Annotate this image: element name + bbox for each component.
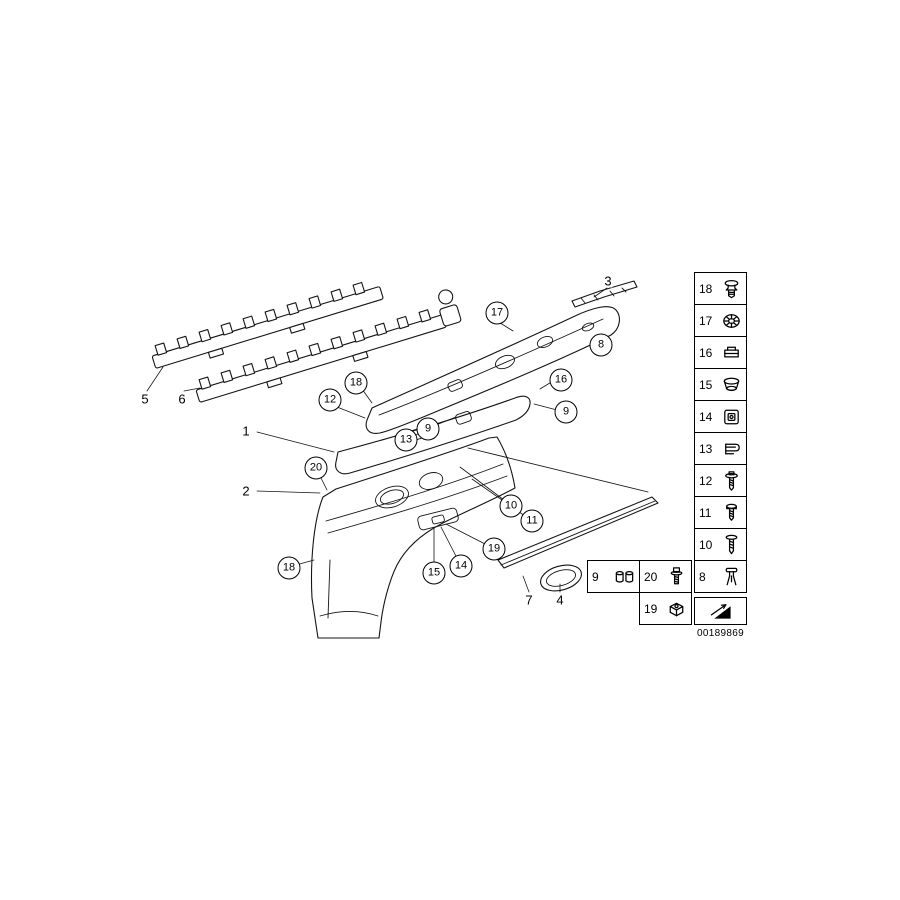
legend-item-number: 11 xyxy=(699,505,712,520)
legend-item-15[interactable]: 15 xyxy=(694,368,747,401)
legend-item-number: 14 xyxy=(699,409,713,424)
callout-11[interactable]: 11 xyxy=(520,509,544,533)
legend-item-17[interactable]: 17 xyxy=(694,304,747,337)
legend-item-14[interactable]: 14 xyxy=(694,400,747,433)
callout-10[interactable]: 10 xyxy=(499,494,523,518)
callout-9[interactable]: 9 xyxy=(554,400,578,424)
part-7-sill-strip[interactable] xyxy=(497,496,659,569)
callout-16[interactable]: 16 xyxy=(549,368,573,392)
part-17-upper-trim[interactable] xyxy=(365,306,620,434)
legend-item-18[interactable]: 18 xyxy=(694,272,747,305)
edge-line xyxy=(467,447,649,493)
legend-item-number: 9 xyxy=(592,569,599,584)
bolt-icon xyxy=(665,565,688,588)
legend-item-number: 19 xyxy=(644,601,658,616)
legend-item-number: 18 xyxy=(699,281,713,296)
direction-indicator xyxy=(694,597,747,625)
fastener-legend-column: 18 17 16 15 14 13 12 11 xyxy=(694,272,747,593)
legend-item-20[interactable]: 20 xyxy=(639,560,692,593)
legend-item-16[interactable]: 16 xyxy=(694,336,747,369)
part-label-7[interactable]: 7 xyxy=(524,592,534,608)
part-6-bracket[interactable] xyxy=(189,288,463,408)
drawing-number: 00189869 xyxy=(697,628,744,639)
small-screw-icon xyxy=(720,501,743,524)
part-3-bracket[interactable] xyxy=(571,280,638,308)
expanding-rivet-icon xyxy=(720,565,743,588)
part-label-1[interactable]: 1 xyxy=(241,423,251,439)
clip-nut-icon xyxy=(665,597,688,620)
callout-13[interactable]: 13 xyxy=(394,428,418,452)
legend-item-number: 8 xyxy=(699,569,706,584)
callout-12[interactable]: 12 xyxy=(318,388,342,412)
expanding-clip-icon xyxy=(720,277,743,300)
callout-8[interactable]: 8 xyxy=(589,333,613,357)
legend-item-number: 20 xyxy=(644,569,658,584)
callout-18[interactable]: 18 xyxy=(277,556,301,580)
callout-19[interactable]: 19 xyxy=(482,537,506,561)
square-grommet-icon xyxy=(720,405,743,428)
ring-clip-icon xyxy=(720,309,743,332)
callout-14[interactable]: 14 xyxy=(449,554,473,578)
grommet-icon xyxy=(720,373,743,396)
part-2-side-trim-panel[interactable] xyxy=(310,436,516,639)
part-label-4[interactable]: 4 xyxy=(555,592,565,608)
part-label-6[interactable]: 6 xyxy=(177,391,187,407)
legend-item-number: 17 xyxy=(699,313,713,328)
flat-clip-icon xyxy=(720,341,743,364)
legend-item-12[interactable]: 12 xyxy=(694,464,747,497)
legend-item-19[interactable]: 19 xyxy=(639,592,692,625)
part-5-bracket[interactable] xyxy=(149,278,385,374)
callout-20[interactable]: 20 xyxy=(304,456,328,480)
callout-17[interactable]: 17 xyxy=(485,301,509,325)
callout-15[interactable]: 15 xyxy=(422,561,446,585)
part-label-5[interactable]: 5 xyxy=(140,391,150,407)
direction-arrow-icon xyxy=(709,600,732,623)
legend-item-13[interactable]: 13 xyxy=(694,432,747,465)
part-label-3[interactable]: 3 xyxy=(603,273,613,289)
spring-clip-icon xyxy=(720,437,743,460)
legend-item-9[interactable]: 9 xyxy=(587,560,640,593)
callout-9[interactable]: 9 xyxy=(416,417,440,441)
legend-item-10[interactable]: 10 xyxy=(694,528,747,561)
legend-item-number: 10 xyxy=(699,537,713,552)
part-4-cover[interactable] xyxy=(538,561,585,596)
legend-item-number: 12 xyxy=(699,473,713,488)
callout-18[interactable]: 18 xyxy=(344,371,368,395)
legend-item-number: 13 xyxy=(699,441,713,456)
screw-icon xyxy=(720,533,743,556)
legend-item-number: 16 xyxy=(699,345,713,360)
legend-item-11[interactable]: 11 xyxy=(694,496,747,529)
legend-item-8[interactable]: 8 xyxy=(694,560,747,593)
legend-item-number: 15 xyxy=(699,377,713,392)
cap-nut-icon xyxy=(613,565,636,588)
part-label-2[interactable]: 2 xyxy=(241,483,251,499)
screw-washer-icon xyxy=(720,469,743,492)
